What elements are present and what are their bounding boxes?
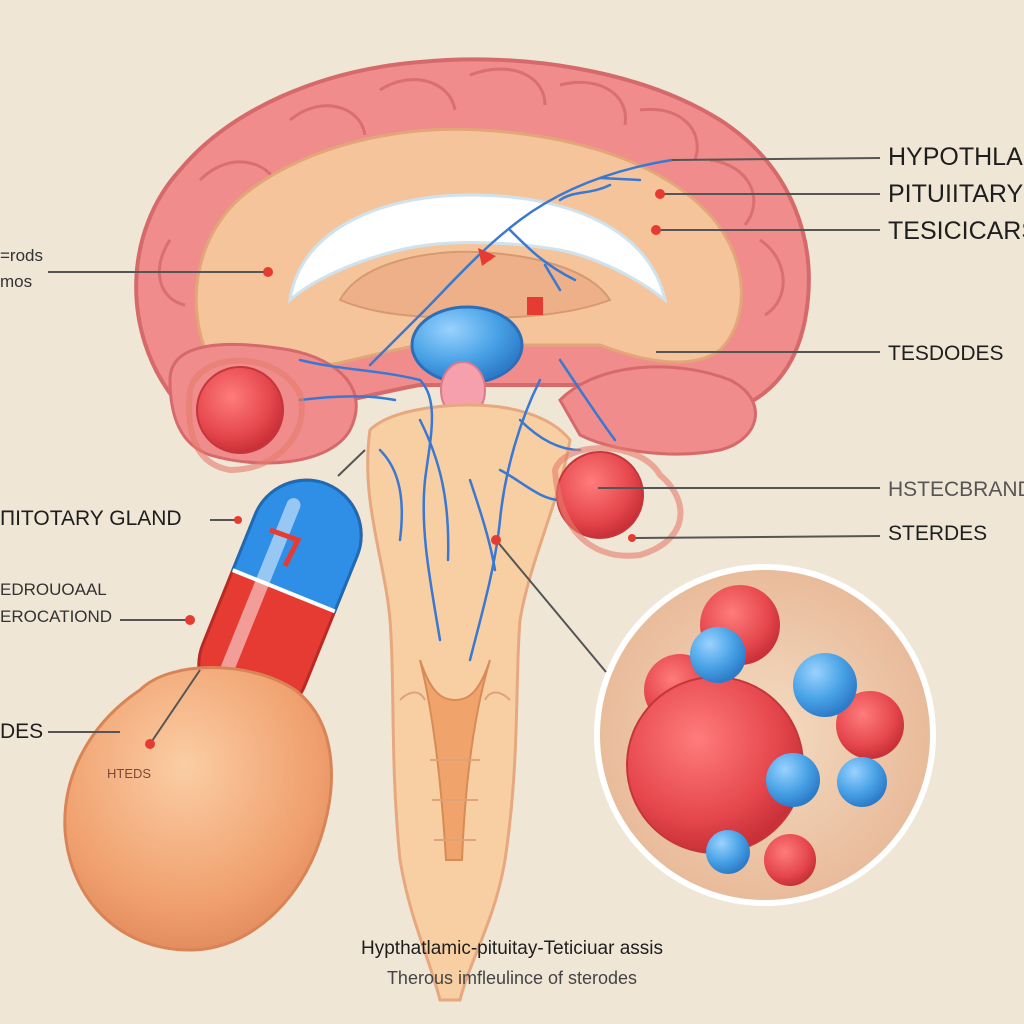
caption-title: Hypthatlamic-pituitay-Teticiuar assis: [361, 938, 663, 959]
leader-lines: [48, 157, 881, 745]
gland-right-tissue: [551, 445, 684, 559]
zoom-cells: [626, 585, 904, 886]
label-left-mid-2: EROCATIOND: [0, 607, 113, 626]
label-tesdodes: TESDODES: [888, 342, 1004, 365]
label-left-mid-1: EDROUOAAL: [0, 580, 107, 599]
gland-left-tissue: [186, 357, 305, 474]
label-hstecbrand: HSTECBRAND: [888, 478, 1024, 501]
label-hypothal: HYPOTHLAL: [888, 143, 1024, 171]
cortex-gyri: [157, 67, 785, 317]
label-pituitary: PITUIITARY: [888, 180, 1024, 208]
spinal-ridges: [399, 691, 511, 841]
label-left-top-2: mos: [0, 272, 33, 291]
label-left-bottom: DES: [0, 720, 44, 743]
label-testis: HTEDS: [107, 766, 152, 781]
temporal-lobe-right: [558, 365, 757, 456]
red-arrow-markers: [478, 248, 543, 315]
label-pituitary-gland: ПITOTARY GLAND: [0, 507, 182, 530]
leader-dots: [145, 189, 665, 749]
capsule-arrow: [269, 527, 302, 568]
caption-subtitle: Therous imfleulince of sterodes: [386, 968, 638, 988]
corpus-callosum: [287, 193, 668, 304]
testis: [63, 666, 333, 952]
label-left-top-1: =rods: [0, 246, 43, 265]
gland-left: [196, 366, 284, 454]
label-sterdes: STERDES: [888, 522, 988, 545]
label-tesicicars: TESICICARS: [888, 217, 1024, 245]
